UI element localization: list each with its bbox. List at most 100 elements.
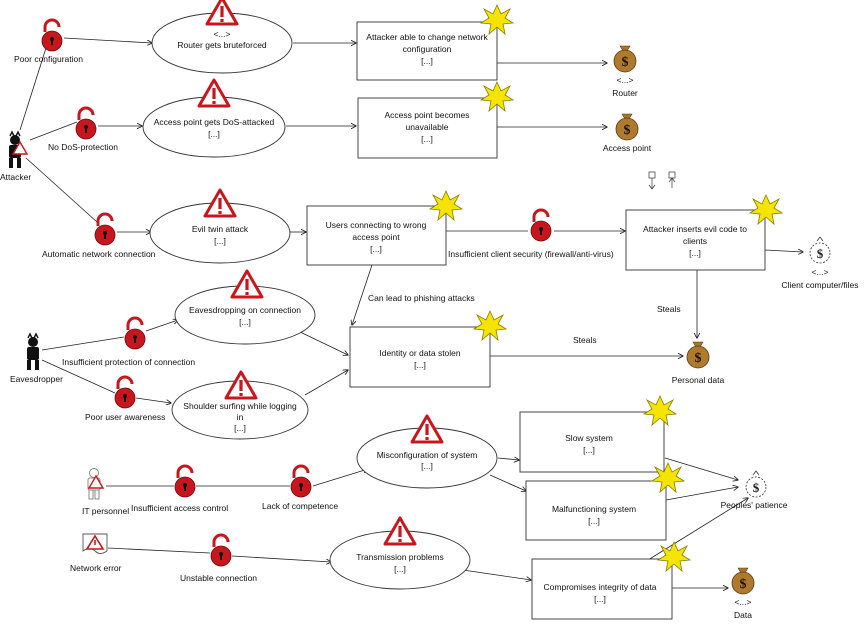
- svg-text:in: in: [237, 412, 244, 422]
- asset-data[interactable]: <...> Data: [731, 567, 755, 620]
- svg-text:Compromises integrity of data: Compromises integrity of data: [544, 582, 657, 592]
- lock-icon: [40, 18, 64, 53]
- svg-text:Attacker inserts evil code to: Attacker inserts evil code to: [643, 224, 747, 234]
- asset-client-files[interactable]: <...> Client computer/files: [781, 236, 859, 290]
- asset-router[interactable]: <...> Router: [612, 45, 638, 98]
- incident-change-router-config[interactable]: Attacker able to change network configur…: [356, 4, 514, 81]
- actor-network-error[interactable]: Network error: [70, 533, 122, 573]
- svg-text:[...]: [...]: [421, 56, 433, 66]
- incident-slow-system[interactable]: Slow system [...]: [519, 395, 677, 473]
- asset-peoples-patience[interactable]: Peoples' patience: [721, 470, 788, 510]
- edge-label-phishing: Can lead to phishing attacks: [368, 293, 475, 303]
- vulnerability-poor-user-awareness[interactable]: Poor user awareness: [85, 375, 165, 422]
- svg-text:clients: clients: [683, 236, 707, 246]
- svg-text:Attacker able to change networ: Attacker able to change network: [366, 32, 488, 42]
- svg-text:Peoples' patience: Peoples' patience: [721, 500, 788, 510]
- lock-icon: [173, 464, 197, 499]
- actor-label: Network error: [70, 563, 122, 573]
- moneybag-icon: [613, 45, 637, 73]
- moneybag-icon: [731, 567, 755, 595]
- lock-icon: [529, 208, 553, 243]
- svg-text:[...]: [...]: [214, 236, 226, 246]
- svg-text:Client computer/files: Client computer/files: [781, 280, 858, 290]
- svg-text:Access point gets DoS-attacked: Access point gets DoS-attacked: [154, 117, 275, 127]
- threat-ap-dos[interactable]: Access point gets DoS-attacked [...]: [142, 78, 286, 158]
- svg-text:[...]: [...]: [370, 244, 382, 254]
- actor-label: Attacker: [0, 172, 31, 182]
- svg-text:Access point becomes: Access point becomes: [384, 110, 469, 120]
- svg-text:<...>: <...>: [811, 267, 828, 277]
- vulnerability-label: No DoS-protection: [48, 142, 118, 152]
- svg-text:[...]: [...]: [208, 129, 220, 139]
- dollar-asset-icon: [745, 470, 767, 498]
- incident-malfunctioning-system[interactable]: Malfunctioning system [...]: [525, 462, 685, 541]
- svg-text:Evil twin attack: Evil twin attack: [192, 224, 249, 234]
- svg-text:access point: access point: [352, 232, 400, 242]
- vulnerability-poor-configuration[interactable]: Poor configuration: [14, 18, 83, 64]
- incident-ap-unavailable[interactable]: Access point becomes unavailable [...]: [357, 81, 514, 159]
- vulnerability-label: Unstable connection: [180, 573, 257, 583]
- warning-icon: [205, 0, 239, 26]
- svg-text:Transmission problems: Transmission problems: [356, 552, 444, 562]
- threat-transmission[interactable]: Transmission problems [...]: [329, 516, 471, 590]
- vulnerability-label: Insufficient client security (firewall/a…: [448, 249, 614, 259]
- threat-misconfiguration[interactable]: Misconfiguration of system [...]: [356, 414, 498, 489]
- incident-compromises-integrity[interactable]: Compromises integrity of data [...]: [531, 541, 691, 620]
- lock-icon: [209, 533, 233, 568]
- svg-text:<...>: <...>: [616, 75, 633, 85]
- moneybag-icon: [615, 113, 639, 141]
- vulnerability-unstable-connection[interactable]: Unstable connection: [180, 533, 257, 583]
- svg-text:Eavesdropping on connection: Eavesdropping on connection: [189, 305, 301, 315]
- svg-text:[...]: [...]: [394, 564, 406, 574]
- moneybag-icon: [686, 341, 710, 369]
- threat-router-bruteforced[interactable]: <...> Router gets bruteforced: [151, 0, 293, 74]
- svg-text:unavailable: unavailable: [405, 122, 448, 132]
- vulnerability-label: Automatic network connection: [42, 249, 156, 259]
- warning-icon: [230, 269, 264, 299]
- lock-icon: [289, 464, 313, 499]
- vulnerability-label: Poor configuration: [14, 54, 83, 64]
- svg-text:[...]: [...]: [594, 594, 606, 604]
- svg-text:Misconfiguration of system: Misconfiguration of system: [377, 450, 478, 460]
- vulnerability-insufficient-access-control[interactable]: Insufficient access control: [131, 464, 228, 513]
- vulnerability-lack-of-competence[interactable]: Lack of competence: [262, 464, 338, 511]
- svg-text:Malfunctioning system: Malfunctioning system: [552, 504, 636, 514]
- threat-shoulder-surfing[interactable]: Shoulder surfing while logging in [...]: [171, 370, 309, 440]
- svg-text:Access point: Access point: [603, 143, 652, 153]
- threat-eavesdropping[interactable]: Eavesdropping on connection [...]: [174, 269, 316, 345]
- actor-it-personnel[interactable]: IT personnel: [82, 468, 129, 517]
- asset-personal-data[interactable]: Personal data: [672, 341, 725, 385]
- svg-text:<...>: <...>: [213, 29, 230, 39]
- vulnerability-insufficient-client-security[interactable]: Insufficient client security (firewall/a…: [448, 208, 614, 259]
- vulnerability-label: Poor user awareness: [85, 412, 165, 422]
- edge-label-steals: Steals: [573, 335, 597, 345]
- asset-access-point[interactable]: Access point: [603, 113, 652, 153]
- svg-text:Router: Router: [612, 88, 638, 98]
- actor-eavesdropper[interactable]: Eavesdropper: [10, 333, 63, 384]
- svg-text:Router gets bruteforced: Router gets bruteforced: [177, 40, 267, 50]
- lock-icon: [74, 106, 98, 141]
- incident-inserts-evil-code[interactable]: Attacker inserts evil code to clients [.…: [625, 194, 783, 271]
- warning-icon: [197, 78, 231, 108]
- svg-text:Identity or data stolen: Identity or data stolen: [379, 348, 461, 358]
- svg-text:Data: Data: [734, 610, 752, 620]
- dollar-asset-icon: [809, 236, 831, 264]
- vulnerability-insufficient-protection[interactable]: Insufficient protection of connection: [62, 316, 195, 367]
- vulnerability-automatic-network-connection[interactable]: Automatic network connection: [42, 212, 156, 259]
- svg-text:[...]: [...]: [689, 248, 701, 258]
- actor-label: IT personnel: [82, 506, 129, 516]
- svg-text:configuration: configuration: [403, 44, 452, 54]
- vulnerability-no-dos-protection[interactable]: No DoS-protection: [48, 106, 118, 152]
- actor-attacker[interactable]: Attacker: [0, 131, 31, 182]
- vulnerability-label: Insufficient protection of connection: [62, 357, 195, 367]
- svg-text:[...]: [...]: [239, 317, 251, 327]
- incident-identity-stolen[interactable]: Identity or data stolen [...]: [349, 310, 507, 388]
- incident-users-wrong-ap[interactable]: Users connecting to wrong access point […: [306, 190, 463, 266]
- edge-label-steals: Steals: [657, 304, 681, 314]
- svg-text:[...]: [...]: [588, 516, 600, 526]
- vulnerability-label: Insufficient access control: [131, 503, 228, 513]
- svg-text:[...]: [...]: [421, 461, 433, 471]
- svg-text:[...]: [...]: [583, 445, 595, 455]
- threat-evil-twin[interactable]: Evil twin attack [...]: [149, 188, 291, 264]
